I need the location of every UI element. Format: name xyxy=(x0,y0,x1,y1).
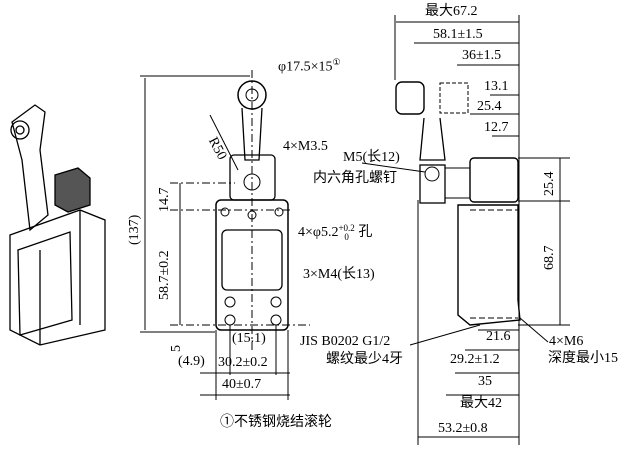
max-42: 最大42 xyxy=(460,396,502,411)
screws-bottom-label: 3×M4(长13) xyxy=(303,267,375,282)
dim-12-7: 12.7 xyxy=(484,120,509,135)
dim-40: 40±0.7 xyxy=(222,377,262,392)
m6-line2: 深度最小15 xyxy=(548,351,618,366)
dim-53-2: 53.2±0.8 xyxy=(438,421,488,436)
screw-line1: M5(长12) xyxy=(343,150,400,165)
dim-25-4-h: 25.4 xyxy=(477,99,502,114)
jis-line1: JIS B0202 G1/2 xyxy=(300,334,391,349)
m6-line1: 4×M6 xyxy=(549,334,584,349)
dim-58-7: 58.7±0.2 xyxy=(157,250,172,300)
footnote: ①不锈钢烧结滚轮 xyxy=(220,415,332,430)
max-67-2: 最大67.2 xyxy=(425,4,478,19)
dim-35: 35 xyxy=(478,374,492,389)
dim-58-1: 58.1±1.5 xyxy=(433,27,483,42)
front-view xyxy=(140,70,310,400)
side-view xyxy=(361,15,570,445)
isometric-view xyxy=(9,104,106,346)
screws-top-label: 4×M3.5 xyxy=(283,139,328,154)
dim-5: 5 xyxy=(169,345,184,352)
dim-15-1: (15.1) xyxy=(232,331,266,346)
dim-68-7: 68.7 xyxy=(542,245,557,271)
jis-line2: 螺纹最少4牙 xyxy=(326,352,403,367)
dim-36: 36±1.5 xyxy=(462,48,502,63)
dim-29-2: 29.2±1.2 xyxy=(450,352,500,367)
overall-height-label: (137) xyxy=(127,214,142,245)
screw-line2: 内六角孔螺钉 xyxy=(313,171,397,186)
dim-25-4-v: 25.4 xyxy=(542,171,557,197)
dim-21-6: 21.6 xyxy=(486,329,511,344)
dim-4-9: (4.9) xyxy=(178,354,205,369)
dim-14-7: 14.7 xyxy=(157,187,172,213)
dim-13-1: 13.1 xyxy=(484,79,509,94)
dim-30-2: 30.2±0.2 xyxy=(218,355,268,370)
roller-label: φ17.5×15① xyxy=(278,57,341,75)
